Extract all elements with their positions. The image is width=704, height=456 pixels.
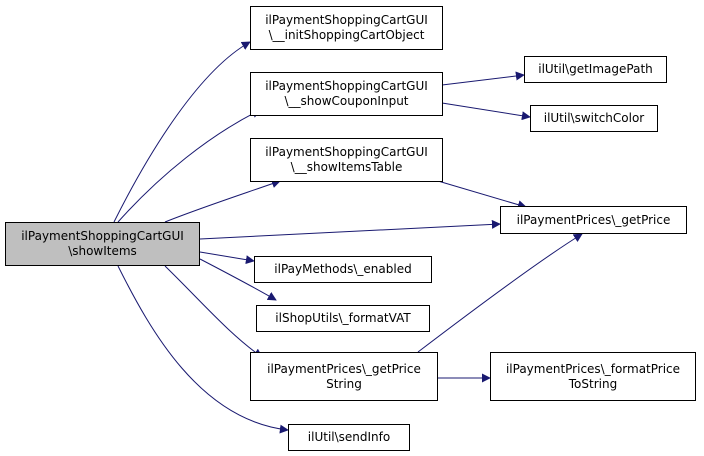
node-label-line: String [326, 376, 362, 391]
node-get-price-string[interactable]: ilPaymentPrices\_getPrice String [250, 352, 438, 401]
node-pay-methods-enabled[interactable]: ilPayMethods\_enabled [254, 256, 432, 283]
edge-price-string-get-price [417, 233, 583, 353]
node-show-coupon-input[interactable]: ilPaymentShoppingCartGUI \__showCouponIn… [250, 72, 443, 116]
node-label-line: ilPaymentShoppingCartGUI [265, 145, 428, 159]
node-label-line: ilUtil\switchColor [543, 111, 645, 125]
node-label-line: ilUtil\getImagePath [538, 62, 653, 76]
edge-root-items-table [164, 179, 281, 223]
node-label-line: ilPaymentShoppingCartGUI [265, 79, 428, 93]
node-label-line: \__showCouponInput [284, 94, 409, 108]
edge-root-pay-enabled [199, 251, 255, 265]
node-get-image-path[interactable]: ilUtil\getImagePath [524, 56, 667, 83]
node-format-vat[interactable]: ilShopUtils\_formatVAT [256, 305, 430, 332]
node-send-info[interactable]: ilUtil\sendInfo [288, 424, 410, 451]
node-show-items-table[interactable]: ilPaymentShoppingCartGUI \__showItemsTab… [250, 138, 443, 182]
node-label-line: ToString [568, 376, 618, 391]
edge-root-init-cart [113, 41, 251, 223]
edge-items-table-get-price [437, 180, 527, 210]
edge-root-price-string [164, 265, 263, 358]
edge-root-send-info [117, 265, 289, 434]
node-label-line: ilPaymentShoppingCartGUI [21, 229, 184, 243]
edge-root-get-price [199, 219, 501, 240]
node-label-line: ilPaymentShoppingCartGUI [265, 13, 428, 27]
node-label-line: ilPaymentPrices\_getPrice [267, 361, 421, 376]
node-get-price[interactable]: ilPaymentPrices\_getPrice [500, 206, 687, 234]
node-label-line: ilPaymentPrices\_getPrice [516, 212, 671, 227]
edge-root-format-vat [199, 258, 277, 301]
node-label-line: \showItems [68, 244, 137, 258]
node-label-line: ilUtil\sendInfo [307, 430, 391, 444]
edge-root-coupon-input [117, 109, 261, 223]
edge-coupon-switch-color [441, 102, 531, 121]
node-label-line: ilShopUtils\_formatVAT [275, 311, 411, 325]
node-label-line: \__showItemsTable [290, 160, 403, 174]
node-format-price-to-string[interactable]: ilPaymentPrices\_formatPrice ToString [490, 352, 696, 401]
edge-coupon-image-path [441, 71, 525, 86]
node-label-line: \__initShoppingCartObject [268, 28, 425, 42]
node-label-line: ilPaymentPrices\_formatPrice [505, 361, 681, 376]
node-show-items[interactable]: ilPaymentShoppingCartGUI \showItems [5, 222, 200, 266]
node-switch-color[interactable]: ilUtil\switchColor [530, 105, 658, 132]
node-init-shopping-cart-object[interactable]: ilPaymentShoppingCartGUI \__initShopping… [250, 6, 443, 50]
node-label-line: ilPayMethods\_enabled [274, 262, 412, 276]
